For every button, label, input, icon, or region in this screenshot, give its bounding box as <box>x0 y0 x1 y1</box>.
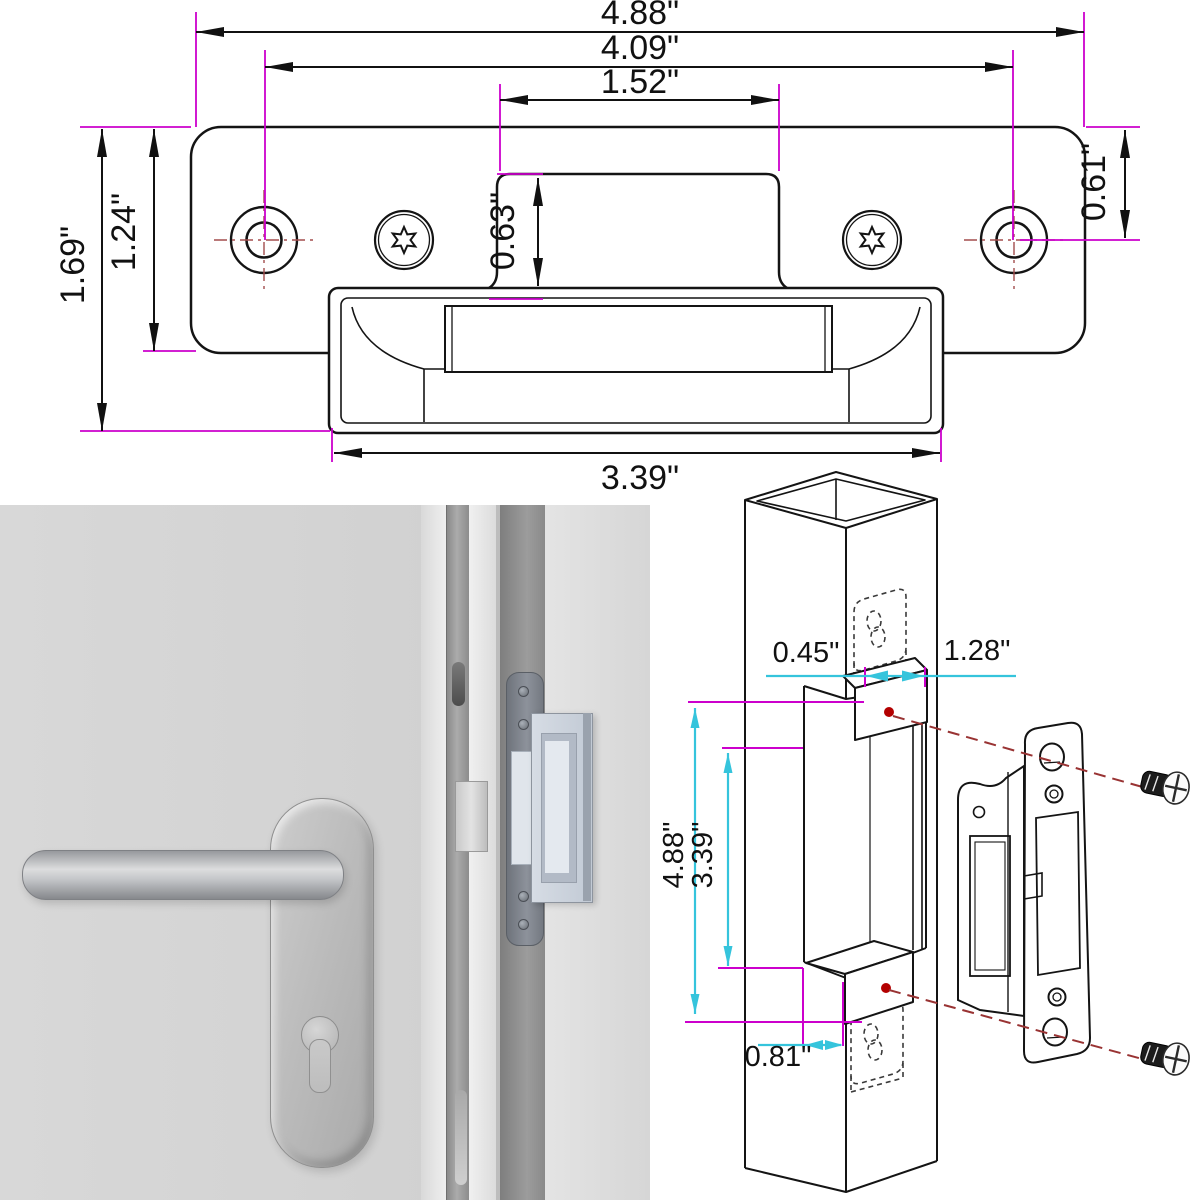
dim-lip-height: 0.63" <box>484 192 522 270</box>
mortise-plate-slot <box>455 1090 467 1185</box>
cylinder-keyway <box>309 1039 331 1093</box>
dim-hole-spacing: 4.09" <box>601 29 679 67</box>
installation-diagram: 0.45" 1.28" 4.88" 3.39" 0.81" <box>658 471 1194 1193</box>
mounting-brackets <box>805 657 928 1025</box>
strike-front-elevation: 4.88" 4.09" 1.52" 1.69" 1.24" 0.63" 0.61… <box>54 0 1140 497</box>
faceplate-screw <box>518 891 529 902</box>
dim-overall-width: 4.88" <box>601 0 679 32</box>
strike-assembly <box>957 721 1092 1064</box>
faceplate-screw <box>518 919 529 930</box>
door-lock-render <box>0 505 650 1200</box>
dim-jamb-inset: 0.45" <box>773 637 840 669</box>
install-dimension-lines <box>690 670 1016 1050</box>
square-post <box>744 471 938 1193</box>
screw-hole-dot-top <box>884 707 894 717</box>
latch-hole <box>452 662 465 706</box>
keeper-lip-outline <box>488 172 788 290</box>
faceplate-screw <box>518 686 529 697</box>
door-frame-gap <box>496 505 500 1200</box>
assembly-body <box>957 764 1025 1018</box>
ramp-lines <box>351 306 921 422</box>
screw-alignment-lines <box>888 715 1147 1061</box>
latch-bolt <box>455 781 488 852</box>
assembly-faceplate <box>1022 721 1092 1064</box>
dim-body-width: 3.39" <box>601 459 679 497</box>
faceplate-screw <box>518 719 529 730</box>
extension-lines <box>80 12 1140 462</box>
door-lever-handle <box>22 850 344 900</box>
dim-cutout-opening-height: 3.39" <box>687 822 719 889</box>
dim-cutout-width: 1.28" <box>944 635 1011 667</box>
door-edge-face <box>469 505 496 1200</box>
door-edge-highlight <box>421 505 446 1200</box>
dim-cutout-total-height: 4.88" <box>658 822 690 889</box>
strike-body-side <box>583 713 591 901</box>
strike-body-outline <box>327 286 945 435</box>
latch-keeper-tab <box>1023 872 1043 900</box>
dim-faceplate-height: 1.24" <box>105 193 143 271</box>
strike-keeper <box>545 741 569 873</box>
dim-hole-to-top: 0.61" <box>1075 143 1113 221</box>
dim-overall-height: 1.69" <box>54 226 92 304</box>
cutout-outline <box>803 685 927 979</box>
dim-opening-width: 1.52" <box>601 63 679 101</box>
install-extension-lines <box>685 667 926 1046</box>
screw-hole-dot-bottom <box>881 983 891 993</box>
keeper-pocket <box>444 305 833 373</box>
strike-edge-in-cutout <box>912 690 923 950</box>
dim-corner-offset: 0.81" <box>745 1041 812 1073</box>
dimension-lines <box>97 27 1130 458</box>
